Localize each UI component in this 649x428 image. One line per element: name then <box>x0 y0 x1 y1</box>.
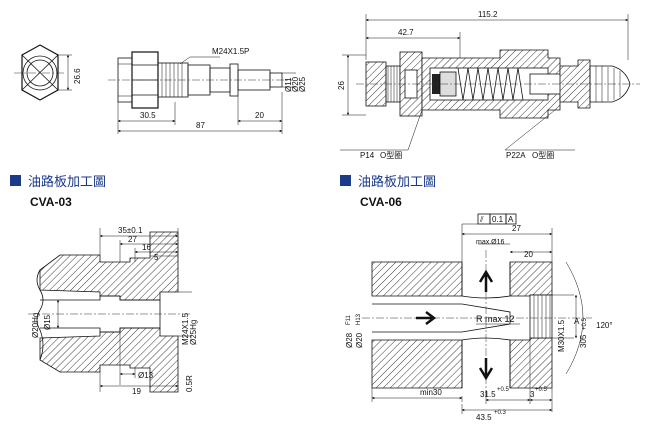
dim-115-2: 115.2 <box>478 10 498 19</box>
label-p22a: P22A <box>506 151 526 160</box>
dim-42-7: 42.7 <box>398 28 414 37</box>
label-p14: P14 <box>360 151 375 160</box>
dim-305: 305 <box>579 334 588 348</box>
dim-20: 20 <box>524 250 533 259</box>
bullet-square-icon <box>340 175 351 186</box>
dim-d25: Ø25 <box>298 76 307 92</box>
section-header-right: 油路板加工圖 CVA-06 <box>340 174 436 209</box>
r-max-label: R max 12 <box>476 314 515 324</box>
tolerance-symbol: ⫽ <box>479 215 484 224</box>
dim-max16: max.Ø16 <box>476 239 505 246</box>
label-p14-suffix: O型圈 <box>380 151 402 160</box>
dim-19: 19 <box>132 387 141 396</box>
thread-label: M24X1.5P <box>212 47 249 56</box>
dim-m24: M24X1.5 <box>181 312 190 345</box>
hex-end-view: 26.6 <box>14 44 82 101</box>
flow-arrow-up-icon <box>478 269 494 292</box>
dim-d20hg: Ø20Hg <box>31 313 40 338</box>
dim-d11: Ø11 <box>284 77 293 92</box>
dim-d15: Ø15 <box>43 314 52 330</box>
dim-5: 5 <box>154 253 159 262</box>
dim-87: 87 <box>196 121 205 130</box>
valve-cross-section: 115.2 42.7 26 <box>337 10 640 160</box>
dim-31-5-tol: +0.5 <box>497 387 510 393</box>
dim-30-5: 30.5 <box>140 111 156 120</box>
label-p22a-suffix: O型圈 <box>532 151 554 160</box>
cva03-cavity: 35±0.1 27 16 5 Ø20Hg Ø15 M24X1.5 Ø25Hg Ø… <box>28 226 198 396</box>
dim-d20-fit: H13 <box>356 313 362 325</box>
dim-26: 26 <box>337 81 346 90</box>
valve-side-view: M24X1.5P 30.5 20 87 Ø11 Ø20 Ø25 <box>108 47 307 134</box>
flow-arrow-right-icon <box>416 311 437 325</box>
dim-305-tol: +0.5 <box>582 317 588 330</box>
dim-3: 3 <box>530 390 535 399</box>
ref-a: A <box>574 317 580 326</box>
section-title-left: 油路板加工圖 <box>28 174 106 190</box>
dim-min30: min30 <box>420 388 442 397</box>
dim-m30: M30X1.5 <box>557 319 566 352</box>
dim-d20: Ø20 <box>291 76 300 92</box>
section-code-right: CVA-06 <box>360 195 402 209</box>
dim-d13: Ø13 <box>138 371 154 380</box>
dim-26-6: 26.6 <box>73 68 82 84</box>
dim-d20: Ø20 <box>355 332 364 348</box>
dim-43-5-tol: +0.3 <box>494 410 507 416</box>
cva06-cavity: ⫽ 0.1 A R max 12 <box>345 213 613 422</box>
dim-20: 20 <box>255 111 264 120</box>
section-header-left: 油路板加工圖 CVA-03 <box>10 174 106 209</box>
tolerance-value: 0.1 <box>492 215 504 224</box>
angle-120: 120° <box>596 321 613 330</box>
dim-d28-fit: F11 <box>346 314 352 325</box>
dim-27: 27 <box>512 224 521 233</box>
dim-35: 35±0.1 <box>118 226 143 235</box>
dim-3-tol: +0.5 <box>535 387 548 393</box>
dim-16: 16 <box>142 243 151 252</box>
dim-d25hg: Ø25Hg <box>189 320 198 345</box>
bullet-square-icon <box>10 175 21 186</box>
flow-arrow-down-icon <box>478 358 494 381</box>
dim-43-5: 43.5 <box>476 413 492 422</box>
tolerance-ref: A <box>508 215 514 224</box>
dim-05r: 0.5R <box>185 375 194 392</box>
dim-31-5: 31.5 <box>480 390 496 399</box>
section-title-right: 油路板加工圖 <box>358 174 436 190</box>
section-code-left: CVA-03 <box>30 195 72 209</box>
dim-27: 27 <box>128 235 137 244</box>
dim-d28: Ø28 <box>345 332 354 348</box>
